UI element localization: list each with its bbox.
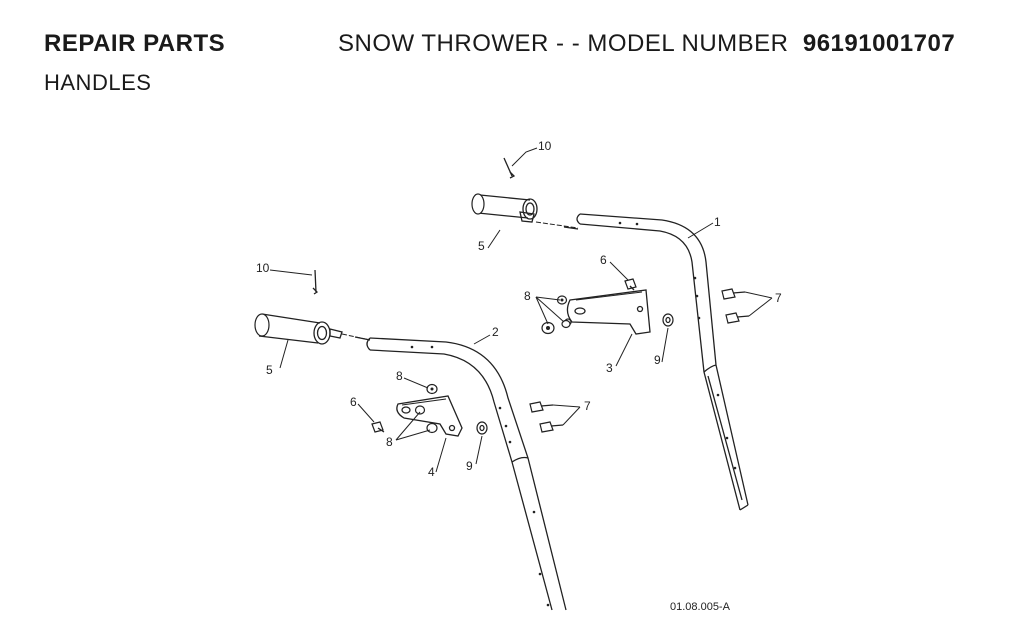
callout-8-upper: 8 <box>524 289 531 303</box>
callout-5-upper: 5 <box>478 239 485 253</box>
callout-3: 3 <box>606 361 613 375</box>
callout-4: 4 <box>428 465 435 479</box>
callout-1: 1 <box>714 215 721 229</box>
pin-upper <box>503 157 516 179</box>
pin-lower <box>312 269 319 295</box>
model-heading: SNOW THROWER - - MODEL NUMBER 9619100170… <box>338 30 955 58</box>
callout-9-upper: 9 <box>654 353 661 367</box>
upper-grip <box>471 193 579 230</box>
leader-lines <box>269 147 773 473</box>
section-title: REPAIR PARTS <box>44 30 226 57</box>
callout-8-lower-top: 8 <box>396 369 403 383</box>
callout-7-lower: 7 <box>584 399 591 413</box>
callout-10-lower: 10 <box>256 261 270 275</box>
upper-hardware <box>541 278 750 335</box>
product-label: SNOW THROWER - - MODEL NUMBER <box>338 30 789 57</box>
upper-handle <box>576 213 749 511</box>
callout-5-lower: 5 <box>266 363 273 377</box>
lower-bracket <box>396 395 463 437</box>
callout-9-lower: 9 <box>466 459 473 473</box>
callout-2: 2 <box>492 325 499 339</box>
callout-6-upper: 6 <box>600 253 607 267</box>
diagram-code: 01.08.005-A <box>670 601 731 613</box>
model-number: 96191001707 <box>802 30 956 57</box>
page-subtitle: HANDLES <box>44 70 152 95</box>
callout-6-lower: 6 <box>350 395 357 409</box>
callout-7-upper: 7 <box>775 291 782 305</box>
lower-handle <box>366 337 567 611</box>
lower-hardware <box>371 383 564 435</box>
callout-10-upper: 10 <box>538 139 552 153</box>
callout-8-lower: 8 <box>386 435 393 449</box>
lower-grip <box>254 313 371 345</box>
upper-bracket <box>564 289 651 335</box>
